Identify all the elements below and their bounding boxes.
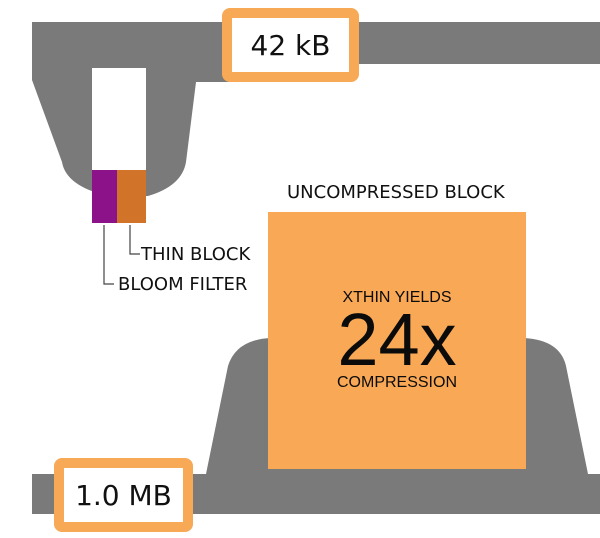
thin-block-segment bbox=[117, 170, 146, 223]
bloom-filter-leader bbox=[103, 225, 114, 285]
uncompressed-block: XTHIN YIELDS 24x COMPRESSION bbox=[268, 212, 526, 469]
top-size-label: 42 kB bbox=[222, 8, 359, 82]
compression-text: COMPRESSION bbox=[336, 374, 457, 391]
uncompressed-block-title: UNCOMPRESSED BLOCK bbox=[287, 182, 505, 203]
bloom-filter-segment bbox=[92, 170, 117, 223]
xthin-yields-text: XTHIN YIELDS bbox=[342, 289, 452, 306]
top-channel bbox=[32, 22, 600, 196]
bottom-size-text: 1.0 MB bbox=[75, 478, 172, 512]
top-size-text: 42 kB bbox=[250, 28, 331, 62]
thin-block-slot bbox=[92, 68, 146, 172]
thin-block-label: THIN BLOCK bbox=[141, 244, 251, 265]
bottom-size-label: 1.0 MB bbox=[54, 458, 193, 532]
compression-ratio: 24x bbox=[337, 298, 457, 381]
thin-block-leader bbox=[129, 225, 140, 255]
bloom-filter-label: BLOOM FILTER bbox=[118, 274, 248, 295]
